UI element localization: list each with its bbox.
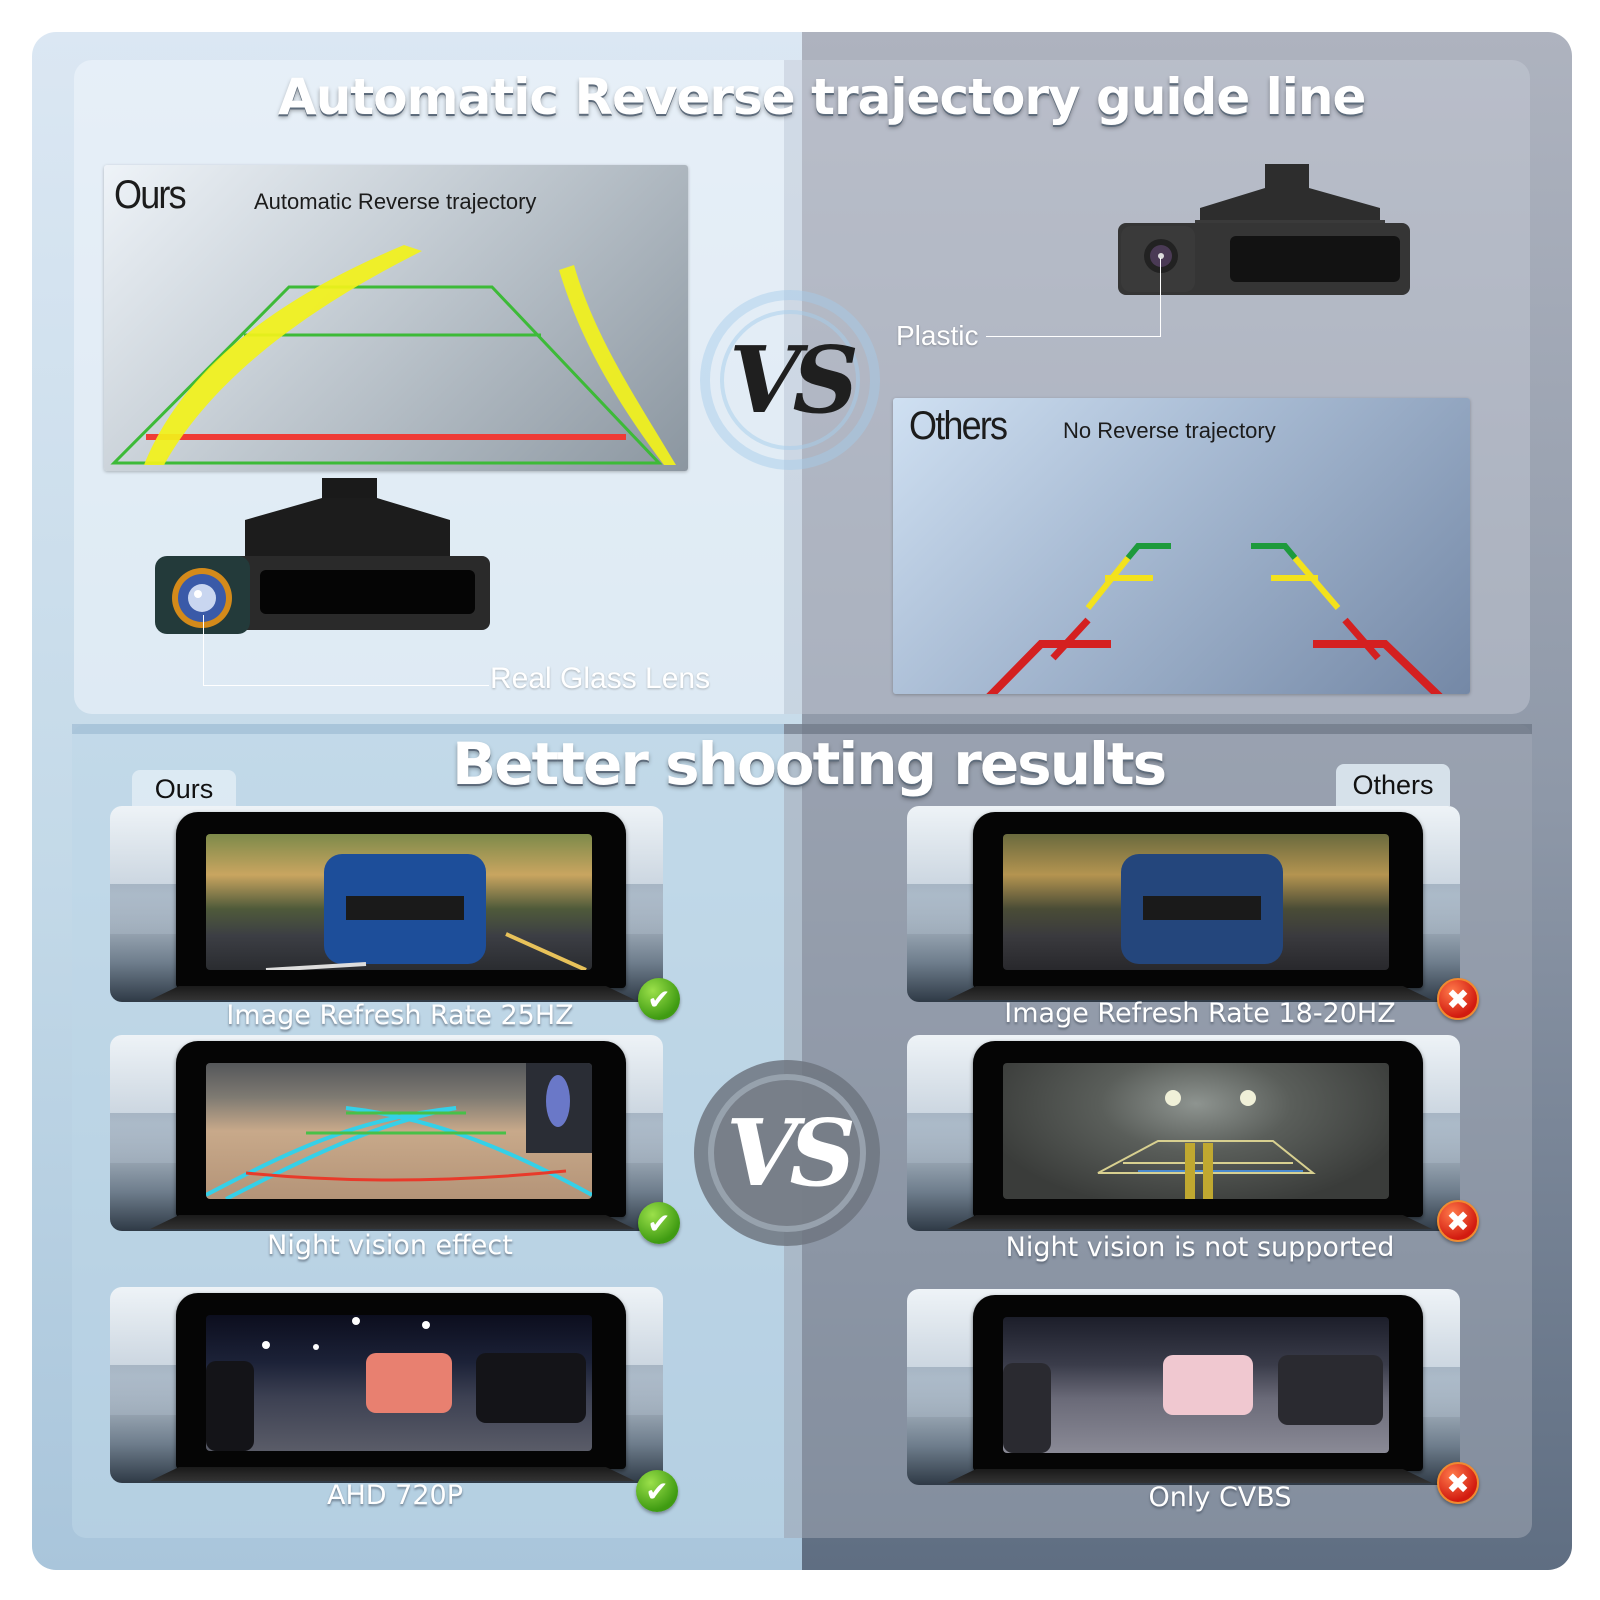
vs-text: VS	[729, 326, 859, 434]
ours-label: Ours	[114, 173, 187, 217]
plastic-label: Plastic	[896, 320, 979, 351]
static-guide-lines-graphic	[986, 543, 1443, 694]
check-icon: ✔	[636, 1470, 678, 1512]
display-monitor	[973, 812, 1423, 988]
callout-line	[203, 685, 489, 686]
display-monitor	[176, 812, 626, 988]
vs-text: VS	[726, 1099, 856, 1207]
cross-icon: ✖	[1437, 978, 1479, 1020]
dynamic-guide-lines-graphic	[110, 245, 676, 465]
display-monitor	[973, 1041, 1423, 1217]
display-monitor	[176, 1041, 626, 1217]
ours-card-night-vision	[110, 1035, 663, 1231]
others-label: Others	[909, 404, 1008, 448]
ours-trajectory-subtitle: Automatic Reverse trajectory	[254, 189, 537, 214]
screen-night-traffic-blurry	[1003, 1317, 1389, 1453]
check-icon: ✔	[638, 1202, 680, 1244]
others-tab: Others	[1336, 764, 1450, 806]
others-card-refresh-rate	[907, 806, 1460, 1002]
others-card-cvbs	[907, 1289, 1460, 1485]
callout-line	[203, 615, 204, 685]
others-trajectory-subtitle: No Reverse trajectory	[1063, 418, 1276, 443]
screen-noisy-night	[1003, 1063, 1389, 1199]
callout-line	[1160, 258, 1161, 336]
screen-parking-guide	[206, 1063, 592, 1199]
others-caption-1: Image Refresh Rate 18-20HZ	[1004, 998, 1396, 1029]
screen-daytime-car	[1003, 834, 1389, 970]
ours-caption-1: Image Refresh Rate 25HZ	[226, 1000, 574, 1031]
section-title-shooting: Better shooting results	[452, 730, 1167, 798]
section-title-trajectory: Automatic Reverse trajectory guide line	[278, 68, 1366, 126]
vs-badge-bottom: VS	[694, 1060, 880, 1246]
check-icon: ✔	[638, 978, 680, 1020]
screen-night-traffic	[206, 1315, 592, 1451]
display-monitor	[973, 1295, 1423, 1471]
cross-icon: ✖	[1437, 1200, 1479, 1242]
ours-camera-image	[155, 478, 490, 634]
screen-daytime-car	[206, 834, 592, 970]
vs-badge-top: VS	[700, 290, 880, 470]
others-caption-2: Night vision is not supported	[1005, 1232, 1395, 1263]
callout-line	[986, 336, 1161, 337]
others-trajectory-demo: Others No Reverse trajectory	[893, 398, 1470, 694]
ours-card-ahd	[110, 1287, 663, 1483]
ours-caption-3: AHD 720P	[327, 1480, 463, 1511]
ours-tab: Ours	[132, 770, 236, 808]
ours-card-refresh-rate	[110, 806, 663, 1002]
others-camera-image	[1118, 164, 1410, 295]
ours-caption-2: Night vision effect	[267, 1230, 513, 1261]
display-monitor	[176, 1293, 626, 1469]
ours-trajectory-demo: Ours Automatic Reverse trajectory	[104, 165, 688, 471]
others-card-night-vision	[907, 1035, 1460, 1231]
cross-icon: ✖	[1437, 1462, 1479, 1504]
real-glass-lens-label: Real Glass Lens	[490, 662, 711, 695]
others-caption-3: Only CVBS	[1148, 1482, 1292, 1513]
